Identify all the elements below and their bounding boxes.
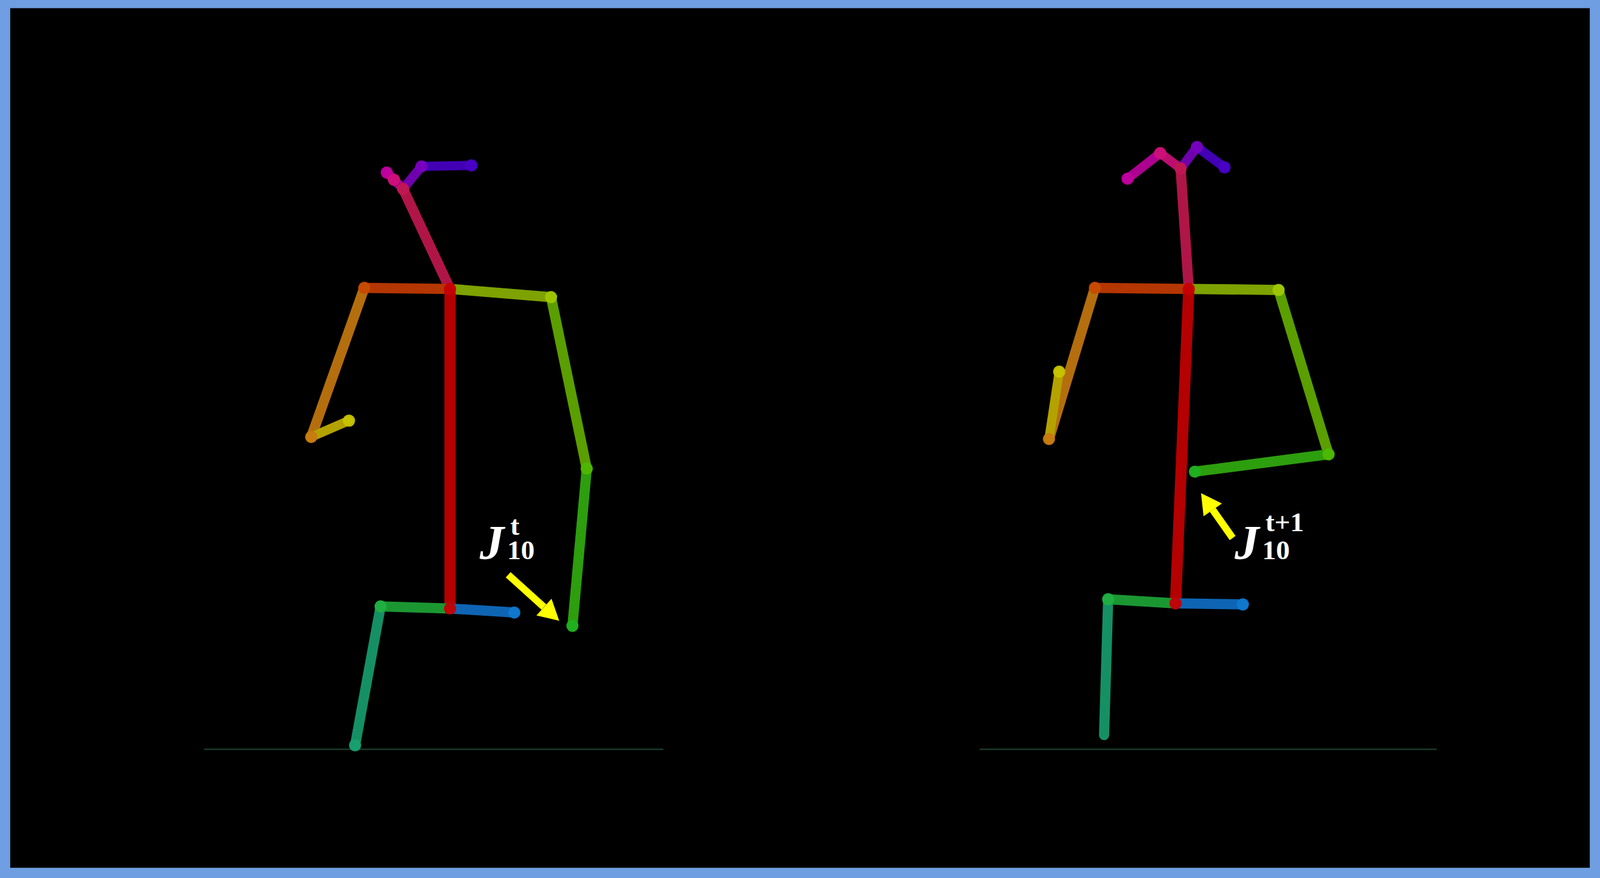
leg-bone (1104, 599, 1109, 735)
hip-bone (450, 608, 515, 613)
joint (358, 281, 371, 294)
head-bone (421, 165, 472, 167)
joint (342, 414, 356, 427)
arrow-head (536, 598, 559, 621)
joint (1169, 597, 1182, 610)
joint (1218, 161, 1231, 174)
ground-line (204, 748, 664, 750)
joint-index-subscript: 10 (1262, 536, 1290, 565)
ground-line (979, 748, 1438, 750)
joint (415, 159, 428, 173)
joint (387, 173, 401, 186)
joint (374, 600, 387, 613)
joint (566, 619, 579, 632)
shoulder-bone (450, 288, 551, 297)
joint-symbol: J (479, 518, 505, 568)
joint (1042, 432, 1056, 445)
joints-t (305, 159, 593, 752)
joint (580, 462, 593, 475)
arm-bone (1194, 454, 1329, 472)
time-superscript: t (510, 512, 520, 540)
arm-bone (1049, 287, 1096, 439)
joint (508, 606, 521, 619)
joint (465, 159, 478, 172)
joint (1154, 147, 1167, 160)
arm-bone (572, 468, 587, 626)
joint (1190, 141, 1203, 154)
joint (544, 290, 558, 303)
joint-index-subscript: 10 (507, 536, 535, 565)
joint (1272, 283, 1285, 296)
neck-bone (1180, 168, 1189, 289)
joint (1188, 465, 1202, 478)
joint (1322, 448, 1335, 461)
arrow-shaft (508, 574, 545, 607)
joint (1101, 592, 1115, 606)
joint (443, 602, 457, 615)
pointer-arrow (1201, 492, 1233, 538)
joint (305, 430, 318, 443)
pointer-arrow (508, 574, 560, 621)
arm-bone (550, 296, 587, 469)
arm-bone (311, 287, 365, 437)
shoulder-bone (364, 287, 451, 289)
arrow-shaft (1212, 509, 1233, 538)
arm-bone (1049, 371, 1060, 440)
shoulder-bone (1188, 288, 1279, 291)
neck-bone (403, 188, 451, 289)
hip-bone (1175, 603, 1244, 605)
joint (443, 282, 457, 295)
frame-ground (10, 7, 1590, 868)
spine-bone (1175, 288, 1189, 604)
spine-bone (444, 288, 456, 609)
joint (1182, 282, 1195, 295)
leg-bone (355, 606, 381, 745)
hip-bone (380, 606, 451, 609)
arm-bone (1278, 290, 1329, 455)
joint (1236, 597, 1250, 610)
joint-symbol: J (1234, 518, 1259, 568)
head-bone (1127, 153, 1161, 179)
shoulder-bone (1094, 287, 1189, 289)
hip-bone (1108, 599, 1176, 604)
time-superscript: t+1 (1265, 508, 1305, 536)
joint (1053, 365, 1066, 378)
joint (349, 738, 362, 752)
joint (397, 182, 410, 195)
joint (1174, 162, 1187, 175)
arrow-head (1201, 492, 1222, 516)
skeleton-t (311, 165, 587, 745)
arm-bone (311, 420, 350, 437)
joint (1088, 281, 1101, 294)
joints-t-plus-1 (1042, 141, 1335, 611)
skeleton-t-plus-1 (1049, 147, 1329, 735)
joint (1121, 172, 1134, 185)
